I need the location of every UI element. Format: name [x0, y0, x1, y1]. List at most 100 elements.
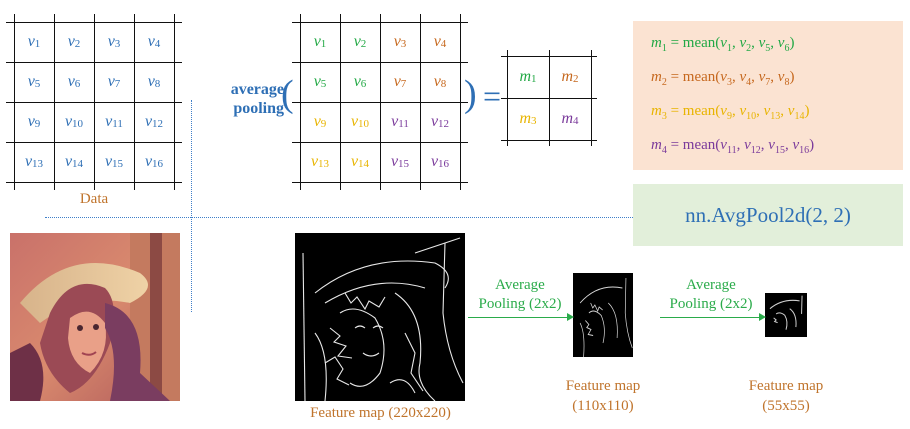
data-grid-cell-index: 7 [114, 78, 121, 90]
pool-grid-cell-index: 14 [358, 158, 370, 170]
pool-grid-cell-symbol: v [393, 33, 401, 50]
arrow2-line1: Average [686, 277, 736, 293]
feature-map-220-caption: Feature map (220x220) [283, 405, 478, 422]
data-grid-cell-symbol: v [104, 153, 113, 170]
mean-formula: m3 = mean(v9, v10, v13, v14) [651, 103, 810, 122]
result-grid-cell-symbol: m [561, 110, 574, 127]
data-grid-cell-index: 5 [34, 78, 41, 90]
mean-formula: m4 = mean(v11, v12, v15, v16) [651, 137, 815, 156]
data-grid-cell-symbol: v [64, 153, 73, 170]
data-grid-cell-index: 16 [152, 158, 164, 170]
fm1-caption-line1: Feature map (220x220) [310, 405, 451, 421]
pool-grid-cell-symbol: v [350, 113, 359, 130]
arrow2-line2: Pooling (2x2) [669, 296, 753, 312]
data-grid-cell-symbol: v [27, 113, 35, 130]
pool-grid-vline [460, 14, 462, 190]
pool-grid-cell-index: 15 [398, 158, 410, 170]
pool-grid-cell-index: 1 [320, 38, 327, 50]
data-grid-cell-index: 12 [152, 118, 164, 130]
result-grid-vline [549, 50, 551, 146]
data-grid-cell-index: 2 [74, 38, 81, 50]
pool-grid-cell-symbol: v [353, 73, 361, 90]
pool-grid-cell-symbol: v [430, 113, 439, 130]
data-grid-cell-symbol: v [107, 33, 115, 50]
pool-grid-hline [292, 142, 468, 144]
result-grid-cell-symbol: m [561, 68, 574, 85]
arrowhead-1 [567, 313, 574, 321]
lena-photo [10, 233, 180, 401]
arrow1-line1: Average [495, 277, 545, 293]
data-grid-hline [6, 182, 182, 184]
data-grid-cell-index: 15 [112, 158, 124, 170]
pool-grid-cell-index: 11 [398, 118, 409, 130]
fm3-caption-line1: Feature map [748, 378, 824, 394]
data-grid-vline [174, 14, 176, 190]
data-grid-cell-symbol: v [64, 113, 73, 130]
pool-grid-cell-symbol: v [313, 113, 321, 130]
equals-sign: = [483, 78, 502, 114]
pool-grid-cell-symbol: v [390, 153, 399, 170]
pool-grid-vline [380, 14, 382, 190]
data-grid-cell-index: 10 [72, 118, 84, 130]
open-paren: ( [281, 73, 294, 115]
pool-grid-cell-index: 10 [358, 118, 370, 130]
data-grid-cell-symbol: v [67, 73, 75, 90]
result-grid-cell-index: 1 [531, 73, 537, 85]
data-grid-cell-index: 9 [34, 118, 41, 130]
data-grid-cell-symbol: v [147, 33, 155, 50]
formula-box: m1 = mean(v1, v2, v5, v6)m2 = mean(v3, v… [633, 21, 903, 170]
result-grid-cell-index: 2 [573, 73, 579, 85]
data-grid-cell-symbol: v [24, 153, 33, 170]
data-grid-hline [6, 142, 182, 144]
pool-grid-cell-index: 8 [440, 78, 447, 90]
average-pooling-line1: average [230, 81, 284, 98]
data-grid-cell-index: 8 [154, 78, 161, 90]
data-grid-vline [94, 14, 96, 190]
data-grid-cell-symbol: v [107, 73, 115, 90]
data-grid-cell-symbol: v [147, 73, 155, 90]
pool-grid-cell-symbol: v [310, 153, 319, 170]
pool-grid-cell-index: 3 [400, 38, 407, 50]
average-pooling-line2: pooling [233, 100, 284, 117]
data-caption: Data [79, 191, 109, 207]
data-grid-cell-symbol: v [27, 73, 35, 90]
fm2-caption-line2: (110x110) [572, 398, 634, 414]
fm2-caption-line1: Feature map [565, 378, 641, 394]
data-grid-cell-symbol: v [144, 153, 153, 170]
pool-grid-cell-symbol: v [433, 33, 441, 50]
arrow1-line2: Pooling (2x2) [478, 296, 562, 312]
horizontal-dotted-divider [45, 217, 635, 218]
result-grid-cell-symbol: m [519, 110, 532, 127]
result-grid-vline [591, 50, 593, 146]
pool-grid-cell-symbol: v [393, 73, 401, 90]
pooling-arrow-label-2: Average Pooling (2x2) [656, 276, 766, 314]
pool-grid-cell-index: 9 [320, 118, 327, 130]
pool-grid-cell-symbol: v [353, 33, 361, 50]
pooling-arrow-label-1: Average Pooling (2x2) [465, 276, 575, 314]
feature-map-110 [573, 273, 633, 357]
